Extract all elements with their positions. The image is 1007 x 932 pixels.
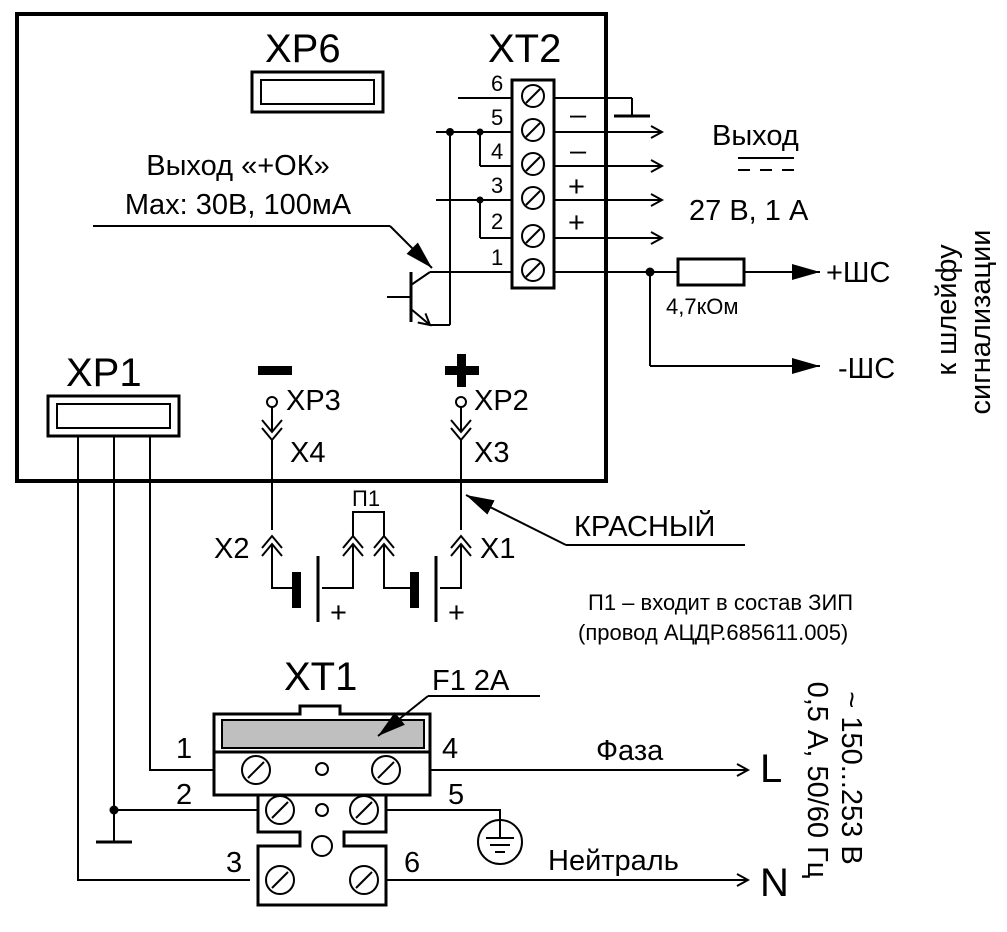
- x3-connector-symbol: [450, 407, 472, 442]
- fuse-pointer: [377, 695, 429, 737]
- xt2-terminal-block: [510, 78, 556, 290]
- xt2-pin-5: 5: [491, 105, 503, 130]
- resistor-value: 4,7кОм: [666, 294, 738, 319]
- xt1-pin-1: 1: [176, 733, 192, 765]
- xp1-connector-inner: [56, 403, 171, 429]
- phase-label: Фаза: [596, 735, 664, 767]
- jumper-label: П1: [352, 486, 380, 511]
- xp2-terminal: [455, 396, 467, 408]
- xp2-label: XP2: [474, 385, 529, 417]
- output-ok-pointer: [389, 225, 433, 269]
- transistor-symbol: [387, 271, 430, 325]
- xp6-label: XP6: [265, 27, 341, 71]
- xp6-connector: [250, 70, 385, 114]
- x3-label: X3: [474, 437, 509, 469]
- output-label: Выход: [712, 120, 799, 152]
- battery-wiring: [261, 440, 472, 622]
- loop-side-label-1: к шлейфу: [931, 244, 963, 376]
- loop-plus-label: +ШС: [826, 257, 890, 289]
- output-arrows: [554, 132, 662, 238]
- pin3-polarity: +: [568, 171, 585, 203]
- plus-symbol: [445, 354, 479, 387]
- xp6-connector-inner: [260, 79, 375, 105]
- loop-minus-label: -ШС: [838, 353, 895, 385]
- mains-wiring: [77, 436, 258, 881]
- xt2-label: XT2: [488, 27, 561, 71]
- phase-L: L: [760, 747, 782, 791]
- xp3-label: XP3: [286, 385, 341, 417]
- output-rating: 27 В, 1 А: [689, 195, 809, 227]
- x4-label: X4: [290, 437, 325, 469]
- neutral-N: N: [760, 861, 789, 905]
- x2-label: X2: [214, 533, 249, 565]
- red-wire-label: КРАСНЫЙ: [574, 509, 715, 543]
- output-ok-rating: Max: 30В, 100мА: [125, 189, 352, 221]
- xt2-screws: [521, 84, 545, 282]
- pin4-polarity: –: [570, 135, 587, 167]
- xp1-connector: [46, 394, 181, 438]
- xt1-label: XT1: [284, 655, 357, 699]
- xt2-pin-2: 2: [491, 209, 503, 234]
- loop-wiring: [554, 257, 820, 374]
- xt1-pin-2: 2: [176, 779, 192, 811]
- minus-symbol: [258, 366, 292, 375]
- zip-note-line2: (провод АЦДР.685611.005): [578, 620, 848, 645]
- x1-label: X1: [480, 533, 515, 565]
- pin2-polarity: +: [568, 207, 585, 239]
- battery-right-plus: +: [448, 597, 465, 629]
- output-ok-label: Выход «+ОК»: [146, 150, 329, 182]
- xt1-terminal-block: [212, 704, 432, 907]
- x4-connector-symbol: [261, 407, 283, 442]
- xt1-pin-3: 3: [226, 847, 242, 879]
- device-enclosure: [15, 12, 608, 483]
- xt2-pin-1: 1: [491, 245, 503, 270]
- mains-spec-line1: ~ 150...253 В: [835, 691, 867, 864]
- xt2-pin-6: 6: [491, 71, 503, 96]
- xt2-pin-4: 4: [491, 139, 503, 164]
- pin5-polarity: –: [570, 99, 587, 131]
- zip-note-line1: П1 – входит в состав ЗИП: [588, 590, 853, 615]
- xp1-label: XP1: [66, 351, 142, 395]
- mains-spec-line2: 0,5 А, 50/60 Гц: [801, 682, 833, 879]
- red-wire-pointer: [465, 494, 567, 546]
- xt2-pin-3: 3: [491, 173, 503, 198]
- resistor-symbol: [676, 257, 746, 287]
- earth-icon: [386, 809, 523, 865]
- xt2-ground-symbol: [554, 97, 650, 118]
- xt1-pin-6: 6: [404, 847, 420, 879]
- fuse-label: F1 2A: [432, 665, 510, 697]
- battery-left-plus: +: [330, 597, 347, 629]
- xt2-internal-wiring: [430, 97, 512, 326]
- neutral-label: Нейтраль: [548, 845, 679, 877]
- loop-side-label-2: сигнализации: [965, 230, 997, 415]
- xp3-terminal: [266, 396, 278, 408]
- xt1-pin-4: 4: [442, 733, 458, 765]
- xt1-pin-5: 5: [448, 779, 464, 811]
- dc-symbol: [738, 157, 794, 171]
